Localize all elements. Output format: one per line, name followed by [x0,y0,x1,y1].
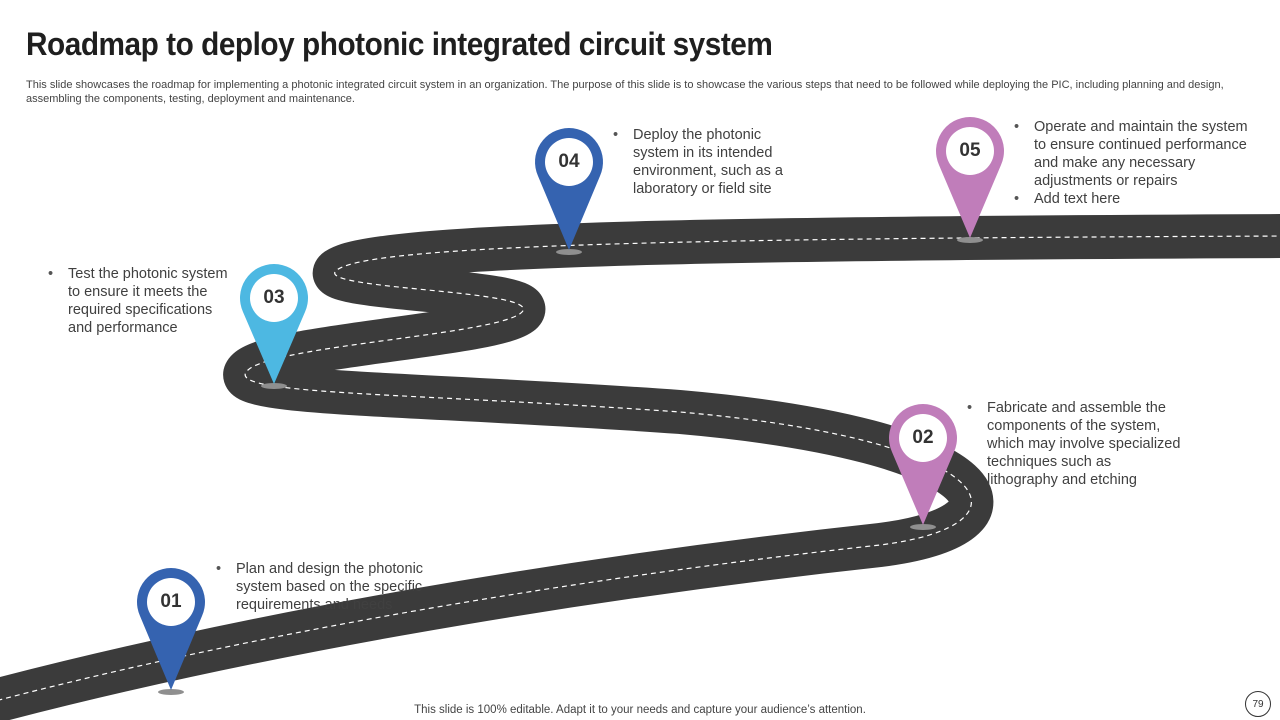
step-number-02: 02 [912,427,934,448]
pin-marker-03 [240,264,308,389]
step-01-bullet: Plan and design the photonic system base… [216,560,431,614]
step-number-05: 05 [959,140,981,161]
step-03-bullet: Test the photonic system to ensure it me… [48,265,238,337]
step-number-03: 03 [263,287,285,308]
step-description-02: Fabricate and assemble the components of… [967,399,1182,489]
step-description-03: Test the photonic system to ensure it me… [48,265,238,337]
pin-marker-04 [535,128,603,255]
step-04-bullet: Deploy the photonic system in its intend… [613,126,793,198]
pin-marker-02 [889,404,958,530]
step-description-01: Plan and design the photonic system base… [216,560,431,614]
page-number: 79 [1245,691,1271,717]
step-number-04: 04 [558,151,580,172]
step-description-05: Operate and maintain the system to ensur… [1014,118,1254,208]
page-subtitle: This slide showcases the roadmap for imp… [26,79,1224,105]
step-05-bullet-1: Operate and maintain the system to ensur… [1014,118,1254,190]
pin-marker-05 [936,117,1004,243]
footer-note: This slide is 100% editable. Adapt it to… [414,704,866,716]
pin-marker-01 [137,568,205,695]
page-title: Roadmap to deploy photonic integrated ci… [26,26,773,62]
step-05-bullet-2: Add text here [1014,190,1254,208]
step-02-bullet: Fabricate and assemble the components of… [967,399,1182,489]
step-number-01: 01 [160,591,182,612]
step-description-04: Deploy the photonic system in its intend… [613,126,793,198]
